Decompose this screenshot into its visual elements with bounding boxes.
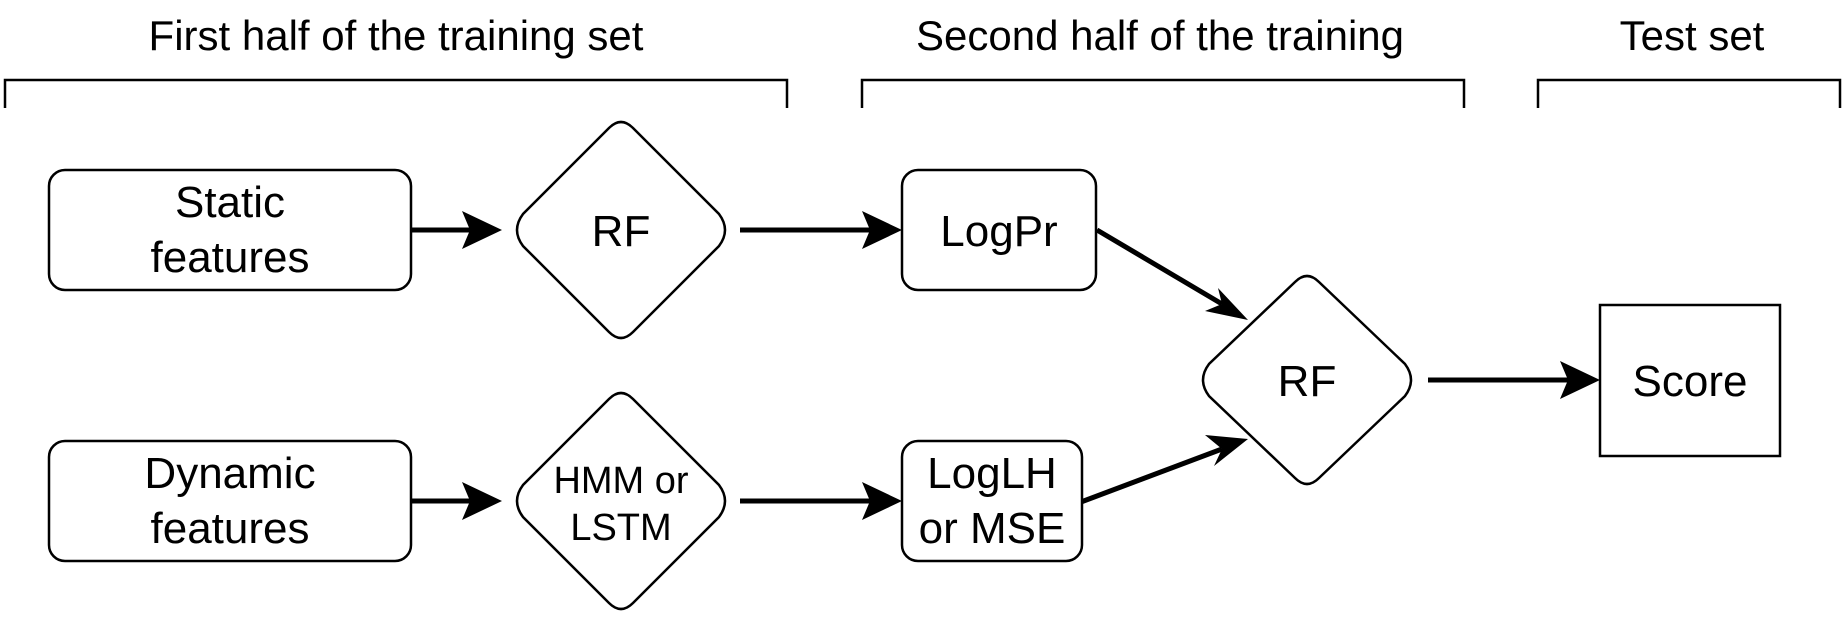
bracket-first-half	[3, 78, 789, 108]
node-rf-first: RF	[515, 120, 727, 340]
bracket-second-half	[860, 78, 1466, 108]
header-first-half: First half of the training set	[149, 12, 644, 59]
edge-rf-to-logpr	[740, 211, 902, 249]
edge-dynamic-to-hmm	[412, 482, 502, 520]
static-features-line-2: features	[151, 233, 310, 282]
edge-loglh-to-rf2	[1080, 435, 1248, 505]
edge-logpr-to-rf2	[1095, 227, 1248, 320]
hmm-lstm-line-2: LSTM	[570, 507, 671, 549]
edge-rf2-to-score	[1428, 361, 1600, 399]
node-loglh-mse: LogLH or MSE	[900, 439, 1084, 563]
header-second-half: Second half of the training	[916, 12, 1404, 59]
node-logpr: LogPr	[900, 168, 1098, 292]
loglh-mse-line-1: LogLH	[927, 449, 1057, 498]
loglh-mse-line-2: or MSE	[919, 504, 1066, 553]
dynamic-features-line-2: features	[151, 504, 310, 553]
node-score: Score	[1598, 303, 1782, 458]
rf-second-label: RF	[1278, 357, 1337, 406]
node-dynamic-features: Dynamic features	[47, 439, 413, 563]
logpr-label: LogPr	[940, 207, 1057, 256]
edge-hmm-to-loglh	[740, 482, 902, 520]
dynamic-features-line-1: Dynamic	[144, 449, 315, 498]
node-hmm-lstm: HMM or LSTM	[515, 391, 727, 611]
score-label: Score	[1633, 357, 1748, 406]
hmm-lstm-line-1: HMM or	[553, 460, 688, 502]
node-rf-second: RF	[1201, 274, 1413, 486]
header-test-set: Test set	[1620, 12, 1765, 59]
node-static-features: Static features	[47, 168, 413, 292]
static-features-line-1: Static	[175, 178, 285, 227]
edge-static-to-rf	[412, 211, 502, 249]
rf-first-label: RF	[592, 207, 651, 256]
bracket-test-set	[1536, 78, 1842, 108]
